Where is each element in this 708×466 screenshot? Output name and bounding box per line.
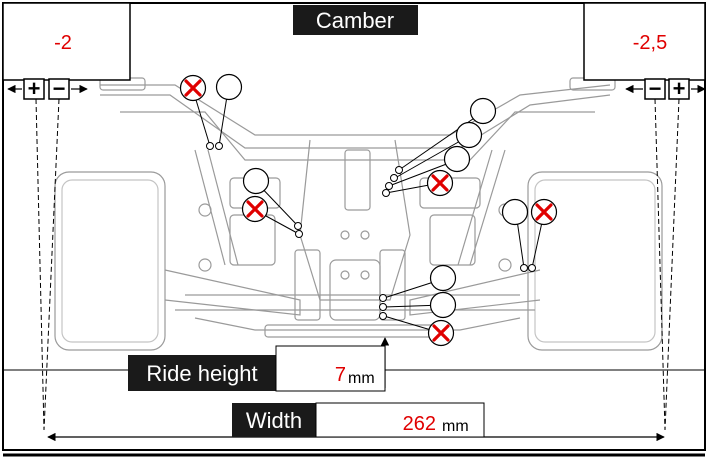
circle-cross-icon[interactable]	[179, 74, 207, 102]
circle-cross-icon[interactable]	[427, 319, 455, 347]
marker-group-lower-center	[379, 264, 457, 347]
camber-left-indicator: + −	[7, 76, 88, 431]
marker-group-shock-right	[501, 198, 558, 272]
marker-group-upper-center	[382, 97, 497, 197]
circle-icon[interactable]	[215, 73, 243, 101]
width-unit: mm	[442, 418, 469, 435]
circle-cross-icon[interactable]	[426, 169, 454, 197]
camber-title-bg	[293, 5, 418, 35]
ride-height-label-bg	[128, 355, 276, 391]
right-tire	[527, 171, 663, 351]
left-tire	[54, 171, 166, 351]
width-block: Width 262 mm	[47, 402, 665, 442]
camber-right-value[interactable]: -2,5	[633, 32, 667, 54]
camber-right-box: -2,5	[583, 2, 706, 81]
camber-right-indicator: − +	[625, 76, 706, 431]
camber-left-box: -2	[2, 2, 131, 81]
ride-height-block: Ride height 7 mm	[3, 337, 705, 392]
camber-header: Camber	[293, 5, 418, 35]
ride-height-unit: mm	[348, 370, 375, 387]
circle-icon[interactable]	[429, 291, 457, 319]
width-label: Width	[246, 408, 302, 433]
circle-cross-icon[interactable]	[530, 198, 558, 226]
camber-left-plus: +	[28, 76, 41, 101]
camber-right-minus: −	[649, 76, 662, 101]
marker-group-shock-left	[241, 167, 303, 238]
circle-icon[interactable]	[455, 121, 483, 149]
circle-icon[interactable]	[443, 145, 471, 173]
circle-icon[interactable]	[242, 167, 270, 195]
diagram-frame	[2, 2, 706, 451]
marker-group-upper-left	[179, 73, 243, 150]
ride-height-value[interactable]: 7	[335, 364, 346, 386]
circle-icon[interactable]	[501, 198, 529, 226]
camber-left-minus: −	[53, 76, 66, 101]
circle-cross-icon[interactable]	[241, 195, 269, 223]
camber-right-plus: +	[673, 76, 686, 101]
camber-title: Camber	[316, 8, 394, 33]
circle-icon[interactable]	[469, 97, 497, 125]
chassis-drawing	[54, 77, 663, 351]
width-label-bg	[232, 403, 316, 437]
width-value[interactable]: 262	[403, 413, 436, 435]
camber-left-value[interactable]: -2	[54, 32, 72, 54]
circle-icon[interactable]	[429, 264, 457, 292]
ride-height-label: Ride height	[146, 361, 257, 386]
